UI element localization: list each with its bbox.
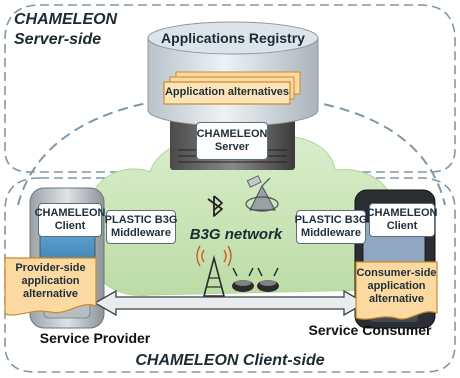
provider-middleware-line1: PLASTIC B3G [104, 214, 178, 226]
provider-middleware-box: PLASTIC B3G Middleware [104, 210, 178, 244]
provider-alt-line1: Provider-side [15, 261, 86, 274]
bluetooth-icon [207, 195, 223, 217]
consumer-alternative-text: Consumer-side application alternative [356, 264, 437, 308]
server-side-title-line2: Server-side [14, 31, 102, 48]
consumer-client-line1: CHAMELEON [366, 207, 438, 219]
applications-registry-label: Applications Registry [161, 30, 305, 46]
service-provider-caption: Service Provider [39, 330, 151, 346]
radio-tower-icon [196, 245, 232, 297]
provider-client-line1: CHAMELEON [34, 207, 106, 219]
consumer-alt-line2: application [367, 279, 426, 292]
consumer-chameleon-client-box: CHAMELEON Client [366, 203, 438, 237]
chameleon-server-line1: CHAMELEON [196, 128, 268, 140]
client-side-title: CHAMELEON Client-side [135, 352, 325, 369]
provider-client-line2: Client [54, 220, 86, 232]
provider-alternative-text: Provider-side application alternative [5, 259, 96, 303]
provider-alt-line2: application [21, 274, 80, 287]
chameleon-server-line2: Server [214, 141, 250, 153]
consumer-middleware-line1: PLASTIC B3G [294, 214, 368, 226]
satellite-icon [245, 175, 279, 212]
client-side-region [4, 177, 456, 373]
application-alternatives-label: Application alternatives [164, 86, 290, 98]
consumer-client-line2: Client [386, 220, 418, 232]
consumer-middleware-line2: Middleware [301, 227, 361, 239]
chameleon-server-box: CHAMELEON Server [196, 122, 268, 160]
server-side-title-line1: CHAMELEON [14, 11, 118, 28]
application-alternatives-stack [163, 71, 301, 105]
consumer-middleware-box: PLASTIC B3G Middleware [294, 210, 368, 244]
wifi-router-icon [257, 267, 279, 292]
consumer-alt-line3: alternative [368, 292, 425, 305]
consumer-alt-line1: Consumer-side [356, 266, 437, 279]
provider-middleware-line2: Middleware [111, 227, 171, 239]
provider-chameleon-client-box: CHAMELEON Client [35, 203, 105, 237]
b3g-network-label: B3G network [189, 226, 283, 243]
provider-alt-line3: alternative [22, 287, 79, 300]
consumer-alternative-note [355, 261, 438, 320]
wifi-router-icon [232, 267, 254, 292]
service-consumer-caption: Service Consumer [308, 322, 432, 338]
provider-alternative-note [4, 257, 97, 316]
